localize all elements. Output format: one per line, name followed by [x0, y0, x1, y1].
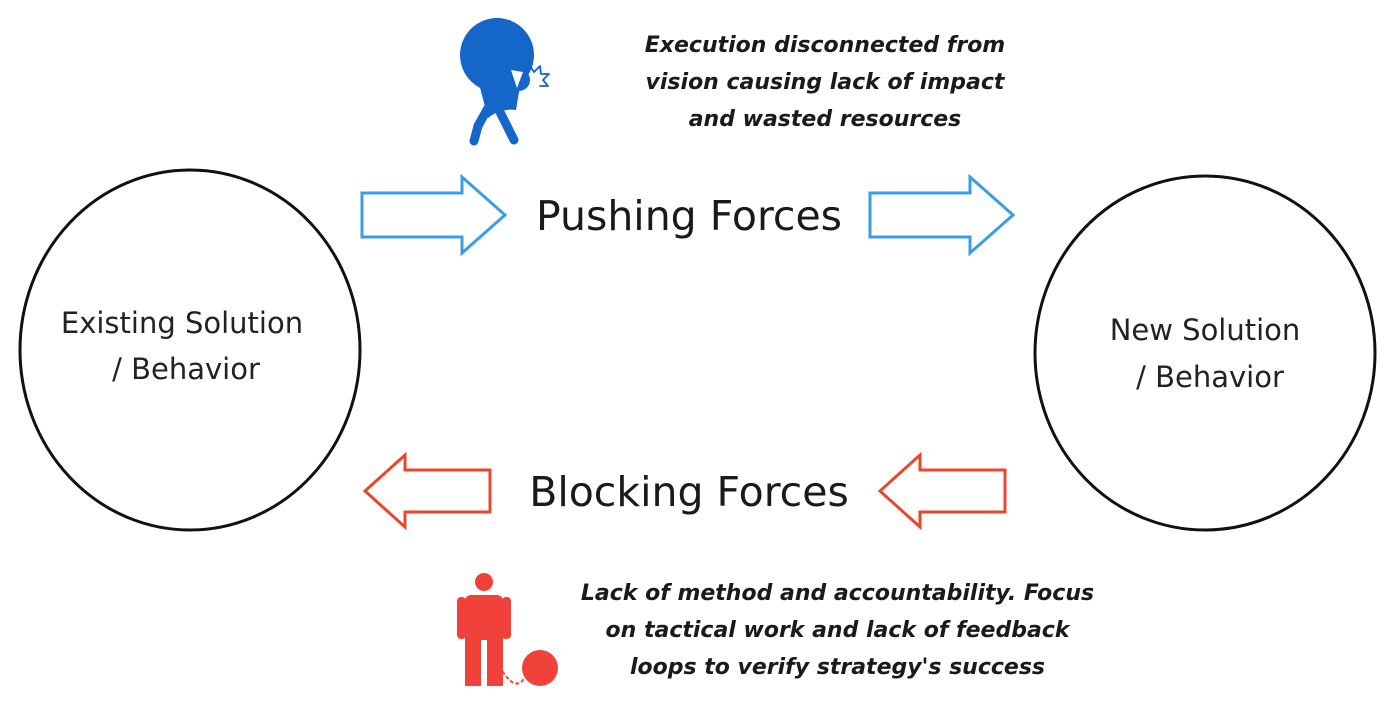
- new-solution-label-line1: New Solution: [1110, 313, 1301, 347]
- blocking-forces-label: Blocking Forces: [529, 468, 849, 516]
- pushing-arrow-left: [360, 173, 508, 257]
- pushing-caption-line2: vision causing lack of impact: [645, 70, 1005, 95]
- new-solution-node: New Solution / Behavior: [1033, 174, 1377, 532]
- blocking-caption-line1: Lack of method and accountability. Focus: [580, 581, 1095, 606]
- blocking-caption-line2: on tactical work and lack of feedback: [605, 618, 1070, 643]
- existing-solution-node: Existing Solution / Behavior: [18, 168, 362, 532]
- blocking-forces-caption: Lack of method and accountability. Focus…: [560, 575, 1115, 686]
- boulder-carrier-icon: [460, 18, 550, 146]
- existing-solution-label-line1: Existing Solution: [61, 306, 303, 340]
- existing-solution-circle: [18, 168, 362, 532]
- new-solution-circle: [1033, 174, 1377, 532]
- ball-and-chain-icon: [457, 573, 558, 686]
- pushing-caption-line1: Execution disconnected from: [644, 33, 1006, 58]
- new-solution-label-line2: / Behavior: [1136, 360, 1284, 394]
- pushing-forces-label: Pushing Forces: [536, 192, 842, 240]
- blocking-arrow-right: [877, 451, 1007, 531]
- blocking-caption-line3: loops to verify strategy's success: [629, 655, 1046, 680]
- pushing-caption-line3: and wasted resources: [688, 107, 962, 132]
- pushing-forces-caption: Execution disconnected from vision causi…: [620, 27, 1030, 138]
- pushing-arrow-right: [868, 173, 1016, 257]
- existing-solution-label-line2: / Behavior: [112, 352, 260, 386]
- blocking-arrow-left: [362, 451, 492, 531]
